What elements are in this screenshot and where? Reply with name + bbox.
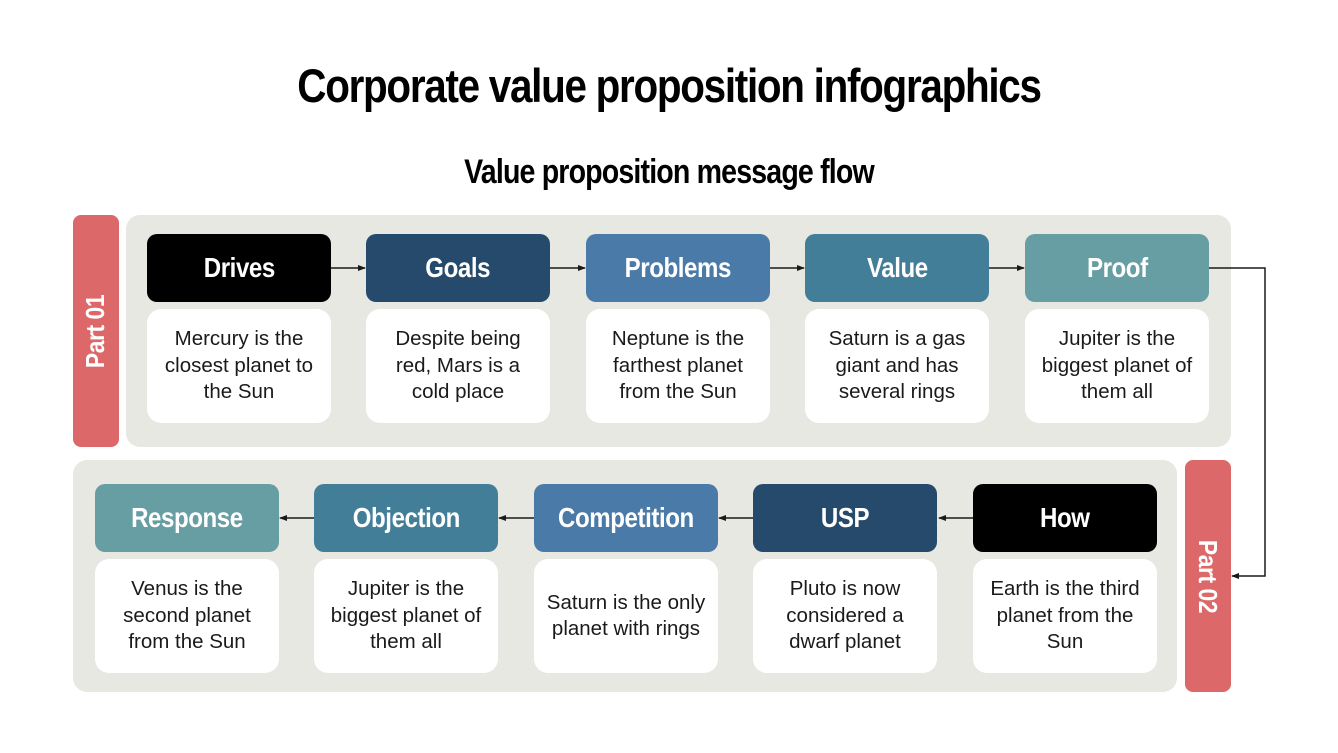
part-02-label: Part 02 [1193,539,1224,613]
step-how-description: Earth is the third planet from the Sun [973,559,1157,673]
step-proof-description: Jupiter is the biggest planet of them al… [1025,309,1209,423]
part-01-label-bar: Part 01 [73,215,119,447]
step-goals-header: Goals [366,234,550,302]
step-usp-header: USP [753,484,937,552]
step-usp-description: Pluto is now considered a dwarf planet [753,559,937,673]
step-value-description: Saturn is a gas giant and has several ri… [805,309,989,423]
step-goals-description: Despite being red, Mars is a cold place [366,309,550,423]
step-proof-header: Proof [1025,234,1209,302]
part-02-label-bar: Part 02 [1185,460,1231,692]
step-value-header: Value [805,234,989,302]
step-competition-description: Saturn is the only planet with rings [534,559,718,673]
step-objection-description: Jupiter is the biggest planet of them al… [314,559,498,673]
step-problems-header: Problems [586,234,770,302]
step-problems-description: Neptune is the farthest planet from the … [586,309,770,423]
step-competition-header: Competition [534,484,718,552]
page-title: Corporate value proposition infographics [297,59,1042,112]
step-how-header: How [973,484,1157,552]
step-response-description: Venus is the second planet from the Sun [95,559,279,673]
part-01-label: Part 01 [80,294,111,368]
page-subtitle: Value proposition message flow [464,153,874,191]
step-drives-description: Mercury is the closest planet to the Sun [147,309,331,423]
step-objection-header: Objection [314,484,498,552]
step-drives-header: Drives [147,234,331,302]
step-response-header: Response [95,484,279,552]
